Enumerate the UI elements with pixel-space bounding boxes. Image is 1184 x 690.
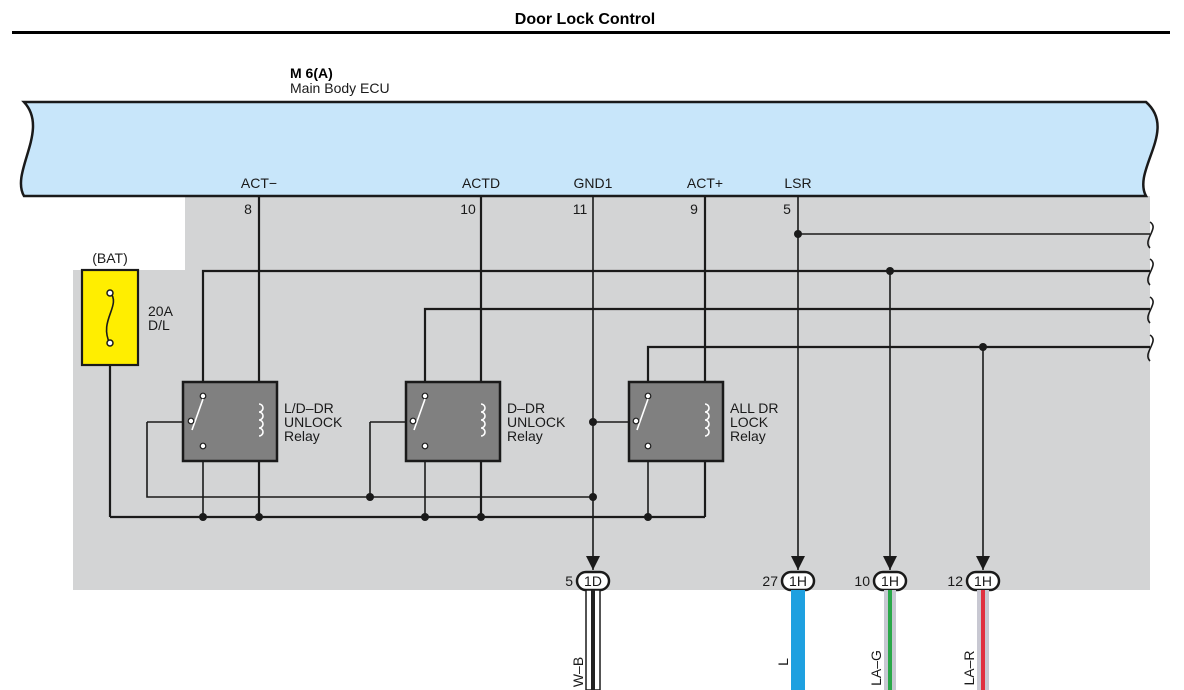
wire-w-b-label: W–B — [570, 657, 586, 687]
fuse-terminal-top — [106, 289, 114, 297]
connector-1h-10-id: 1H — [881, 573, 899, 589]
relay-all-dr-lock-line2: LOCK — [730, 414, 769, 430]
relay-ld-dr-unlock-line2: UNLOCK — [284, 414, 343, 430]
ecu-name: Main Body ECU — [290, 80, 390, 96]
junction-dots — [199, 230, 987, 521]
fuse-body — [80, 268, 140, 367]
ecu-body — [19, 100, 1159, 198]
title-rule — [12, 31, 1170, 34]
connector-1h-pin10: 1H 10 LA–G — [854, 556, 908, 690]
connector-1h-27-id: 1H — [789, 573, 807, 589]
pin-number-gnd1: 11 — [573, 201, 588, 217]
wire-break-marks — [1147, 221, 1154, 362]
interior-region — [73, 196, 1150, 590]
pin-number-act-minus: 8 — [244, 201, 252, 217]
ecu-code: M 6(A) — [290, 65, 333, 81]
pin-name-act-plus: ACT+ — [687, 175, 723, 191]
pin-number-actd: 10 — [460, 201, 476, 217]
connector-1h-pin12: 1H 12 LA–R — [947, 556, 1001, 690]
relay-all-dr-lock: ALL DR LOCK Relay — [627, 380, 779, 463]
relay-all-dr-lock-line1: ALL DR — [730, 400, 779, 416]
fuse-terminal-bottom — [106, 339, 114, 347]
fuse-supply-label: (BAT) — [92, 250, 128, 266]
pin-name-act-minus: ACT− — [241, 175, 277, 191]
relay-d-dr-unlock: D–DR UNLOCK Relay — [404, 380, 566, 463]
pin-number-act-plus: 9 — [690, 201, 698, 217]
relay-ld-dr-unlock-line3: Relay — [284, 428, 320, 444]
relay-d-dr-unlock-line3: Relay — [507, 428, 543, 444]
relay-all-dr-lock-line3: Relay — [730, 428, 766, 444]
fuse-rating: 20A — [148, 303, 174, 319]
pin-name-lsr: LSR — [784, 175, 811, 191]
relay-d-dr-unlock-line1: D–DR — [507, 400, 545, 416]
wire-l-label: L — [775, 658, 791, 666]
connector-1d-id: 1D — [584, 573, 602, 589]
connector-1d-pin5: 1D 5 W–B — [565, 556, 611, 690]
connector-1h-10-pin: 10 — [854, 573, 870, 589]
relay-d-dr-unlock-line2: UNLOCK — [507, 414, 566, 430]
wire-la-g-label: LA–G — [868, 650, 884, 686]
pin-name-gnd1: GND1 — [574, 175, 613, 191]
diagram-title: Door Lock Control — [515, 11, 655, 28]
fuse-name: D/L — [148, 317, 170, 333]
wire-la-r-stripe — [981, 590, 985, 690]
relay-ld-dr-unlock-line1: L/D–DR — [284, 400, 334, 416]
wire-la-g-stripe — [888, 590, 892, 690]
connector-1h-pin27: 1H 27 L — [762, 556, 816, 690]
connector-1d-pin: 5 — [565, 573, 573, 589]
connector-1h-12-id: 1H — [974, 573, 992, 589]
relay-ld-dr-unlock: L/D–DR UNLOCK Relay — [181, 380, 343, 463]
wire-l — [791, 590, 805, 690]
pin-name-actd: ACTD — [462, 175, 500, 191]
connector-1h-12-pin: 12 — [947, 573, 963, 589]
connector-1h-27-pin: 27 — [762, 573, 778, 589]
pin-number-lsr: 5 — [783, 201, 791, 217]
wire-la-r-label: LA–R — [961, 650, 977, 685]
wire-w-b-stripe — [591, 590, 595, 690]
